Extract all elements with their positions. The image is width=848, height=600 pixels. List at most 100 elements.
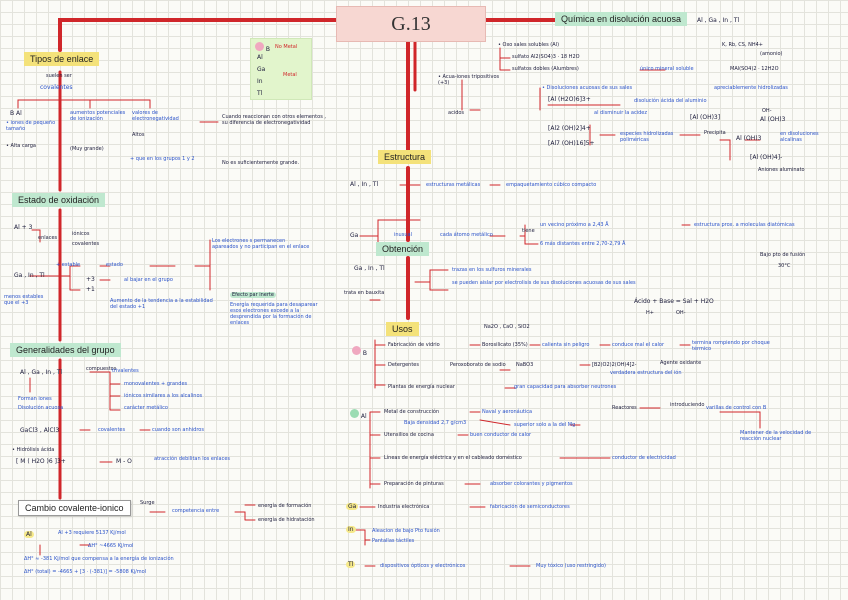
usos-plantas: Plantas de energía nuclear <box>388 384 455 390</box>
usos-utensilios: Utensilios de cocina <box>384 432 434 438</box>
usos-buen: buen conductor de calor <box>470 432 532 438</box>
tipos-no-es: No es suficientemente grande. <box>222 160 300 166</box>
tipos-suelen: suelen ser <box>46 73 72 79</box>
estado-menos-estables: menos estables que el +3 <box>4 294 44 306</box>
gen-anhidros: cuando son anhidros <box>152 427 204 433</box>
tipos-muy-grande: (Muy grande) <box>70 146 104 152</box>
usos-tl: Tl <box>346 561 356 568</box>
cambio-dh3: ΔH° (total) = -4665 + [3 · (-381)] = -58… <box>24 569 147 575</box>
estado-ga-in-tl: Ga , In , Tl <box>14 272 45 279</box>
usos-al: Al <box>360 413 367 420</box>
legend-tl: Tl <box>257 90 263 97</box>
usos-toxico: Muy tóxico (uso restringido) <box>536 563 606 569</box>
usos-detergentes: Detergentes <box>388 362 419 368</box>
estructura-tiene: tiene <box>522 228 535 234</box>
estado-bajar: al bajar en el grupo <box>124 277 173 283</box>
gen-forman: Forman iones <box>18 396 52 402</box>
usos-gran: gran capacidad para absorber neutrones <box>514 384 617 390</box>
estructura-bajo: Bajo pto de fusión <box>760 252 806 258</box>
usos-formulas: Na2O , CaO , SiO2 <box>484 324 530 330</box>
usos-naval: Naval y aeronáutica <box>482 409 533 415</box>
usos-varillas: varillas de control con B <box>706 405 767 411</box>
legend-no-metal: No Metal <box>275 44 298 50</box>
estructura-cada: cada átomo metálico <box>440 232 493 238</box>
cambio-dh1: ΔH° ~4665 Kj/mol <box>88 543 134 549</box>
page-title: G.13 <box>336 6 486 42</box>
obtencion-aislar: se pueden aislar por electrolisis de sus… <box>452 280 636 286</box>
quimica-al7: [Al7 (OH)16]5+ <box>548 140 595 147</box>
cambio-energia-hidratacion: energía de hidratación <box>258 517 315 523</box>
estado-estado: estado <box>106 262 123 268</box>
quimica-acua: • Acua-iones tripositivos (+3) <box>438 74 500 86</box>
quimica-disoluciones: • Disoluciones acuosas de sus sales <box>542 85 633 91</box>
quimica-especies: especies hidrolizadas poliméricas <box>620 131 674 143</box>
usos-reactores: Reactores <box>612 405 637 411</box>
gen-elements: Al , Ga , In , Tl <box>20 369 63 376</box>
quimica-elements: Al , Ga , In , Tl <box>697 17 740 24</box>
gen-mo: M - O <box>116 458 132 465</box>
estado-estable: + estable <box>56 262 81 268</box>
usos-perox: Peroxoborato de sodio <box>450 362 506 368</box>
section-generalidades: Generalidades del grupo <box>10 343 121 357</box>
usos-conduce: conduce mal el calor <box>612 342 665 348</box>
usos-agente: Agente oxidante <box>660 360 702 366</box>
usos-absorber: absorber colorantes y pigmentos <box>490 481 573 487</box>
tipos-carga: • Alta carga <box>6 143 36 149</box>
usos-industria: Industria electrónica <box>378 504 430 510</box>
estructura-seis: 6 más distantes entre 2,70-2,79 Å <box>540 241 626 247</box>
gen-trivalentes: trivalentes <box>112 368 139 374</box>
usos-b: B <box>362 350 368 357</box>
quimica-precipita: Precipita <box>704 130 726 136</box>
estado-energia: Energía requerida para desaparear esos e… <box>230 302 318 326</box>
quimica-aln: [Al (H2O)6]3+ <box>548 96 591 103</box>
usos-fabricacion: fabricación de semiconductores <box>490 504 570 510</box>
gen-disolucion: Disolución acuosa <box>18 405 64 411</box>
gen-caracter: carácter metálico <box>124 405 168 411</box>
obtencion-trazas: trazas en los sulfuros minerales <box>452 267 532 273</box>
gen-monovalentes: monovalentes + grandes <box>124 381 188 387</box>
usos-conductor: conductor de electricidad <box>612 455 676 461</box>
usos-metal: Metal de construcción <box>384 409 440 415</box>
section-estado-oxidacion: Estado de oxidación <box>12 193 106 207</box>
estructura-inusual: inusual <box>394 232 412 238</box>
tipos-b-al: B Al <box>10 110 22 117</box>
estructura-vecino: un vecino próximo a 2,43 Å <box>540 222 609 228</box>
obtencion-elements: Ga , In , Tl <box>354 265 385 272</box>
estructura-estructura-prox: estructura prox. a moleculas diatómicas <box>694 222 795 228</box>
gen-ionicos: iónicos similares a los alcalinos <box>124 393 203 399</box>
obtencion-oh: OH- <box>676 310 686 316</box>
legend-in: In <box>257 78 263 85</box>
quimica-sulfatos: sulfatos dobles (Alumbres) <box>512 66 579 72</box>
section-obtencion: Obtención <box>376 242 430 256</box>
estado-covalentes: covalentes <box>72 241 100 247</box>
estado-efecto-par-inerte: Efecto par inerte <box>230 292 276 298</box>
section-cambio-covalente: Cambio covalente-ionico <box>18 500 131 516</box>
quimica-aloh3-top: Al (OH)3 <box>760 116 786 123</box>
estructura-ga: Ga <box>350 232 359 239</box>
legend-metal: Metal <box>283 72 297 78</box>
estado-electrones: Los electrones s permanecen apareados y … <box>212 238 310 250</box>
usos-mantener: Mantener de la velocidad de reacción nuc… <box>740 430 812 442</box>
quimica-krb: K, Rb, CS, NH4+ <box>722 42 763 48</box>
tipos-valores: valores de electronegatividad <box>132 110 179 122</box>
estructura-grados: 30°C <box>778 263 791 269</box>
estado-enlaces: enlaces <box>38 235 58 241</box>
quimica-amonio: (amonio) <box>760 51 783 57</box>
usos-b2o4: [B2(O2)2(OH)4]2- <box>592 362 637 368</box>
usos-introduciendo: introduciendo <box>670 402 705 408</box>
cambio-al: Al <box>24 531 34 538</box>
quimica-sulfato: sulfato Al2(SO4)3 · 18 H2O <box>512 54 580 60</box>
legend-b: B <box>265 46 271 53</box>
estado-aumento: Aumento de la tendencia a la estabilidad… <box>110 298 213 310</box>
quimica-acidos: acidos <box>448 110 465 116</box>
cambio-surge: Surge <box>140 500 155 506</box>
usos-dispositivos: dispositivos ópticos y electrónicos <box>380 563 466 569</box>
gen-atraccion: atracción debilitan los enlaces <box>154 456 230 462</box>
tipos-potenciales: aumentos potenciales de ionización <box>70 110 126 122</box>
section-quimica-disolucion: Química en disolución acuosa <box>555 12 688 26</box>
tipos-altos: Altos <box>132 132 145 138</box>
usos-verdadera: verdadera estructura del ión <box>610 370 682 376</box>
estado-al3: Al + 3 <box>14 224 33 231</box>
usos-superior: superior solo a la del Mg <box>514 422 576 428</box>
